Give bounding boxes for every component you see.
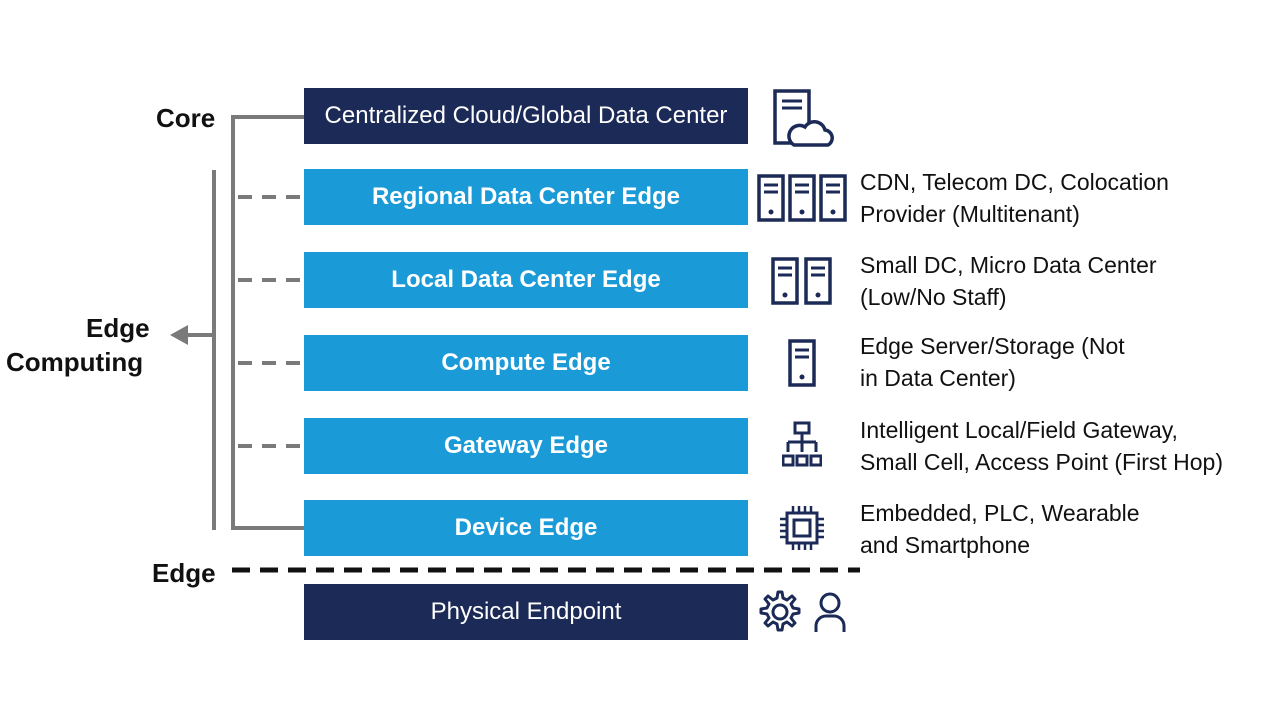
network-hierarchy-icon: [782, 421, 822, 467]
gear-icon: [759, 590, 801, 632]
desc-regional-dc-edge: CDN, Telecom DC, Colocation Provider (Mu…: [860, 166, 1270, 230]
desc-compute-edge: Edge Server/Storage (Not in Data Center): [860, 330, 1270, 394]
desc-line: Provider (Multitenant): [860, 201, 1080, 227]
edge-computing-label-line2: Computing: [6, 347, 144, 377]
layer-regional-dc-edge: Regional Data Center Edge: [304, 169, 748, 225]
layer-local-dc-edge: Local Data Center Edge: [304, 252, 748, 308]
server-cloud-icon: [773, 89, 834, 147]
desc-line: Intelligent Local/Field Gateway,: [860, 417, 1178, 443]
person-icon: [814, 592, 846, 632]
layer-physical-endpoint: Physical Endpoint: [304, 584, 748, 640]
desc-line: Edge Server/Storage (Not: [860, 333, 1125, 359]
layer-compute-edge: Compute Edge: [304, 335, 748, 391]
desc-line: and Smartphone: [860, 532, 1031, 558]
desc-line: Small DC, Micro Data Center: [860, 252, 1157, 278]
single-server-icon: [788, 339, 816, 387]
layer-device-edge: Device Edge: [304, 500, 748, 556]
two-servers-icon: [771, 257, 832, 305]
desc-line: in Data Center): [860, 365, 1016, 391]
chip-icon: [780, 506, 824, 550]
core-label: Core: [156, 103, 216, 133]
desc-line: (Low/No Staff): [860, 284, 1007, 310]
edge-computing-label-line1: Edge: [86, 313, 150, 343]
edge-computing-arrow-head: [170, 325, 188, 345]
layer-gateway-edge: Gateway Edge: [304, 418, 748, 474]
desc-line: Small Cell, Access Point (First Hop): [860, 449, 1223, 475]
desc-line: CDN, Telecom DC, Colocation: [860, 169, 1169, 195]
layer-centralized-cloud: Centralized Cloud/Global Data Center: [304, 88, 748, 144]
gear-and-person-icon: [759, 590, 846, 632]
desc-local-dc-edge: Small DC, Micro Data Center (Low/No Staf…: [860, 249, 1270, 313]
desc-gateway-edge: Intelligent Local/Field Gateway, Small C…: [860, 414, 1270, 478]
edge-label: Edge: [152, 558, 216, 588]
desc-device-edge: Embedded, PLC, Wearable and Smartphone: [860, 497, 1270, 561]
desc-line: Embedded, PLC, Wearable: [860, 500, 1140, 526]
three-servers-icon: [757, 174, 847, 222]
